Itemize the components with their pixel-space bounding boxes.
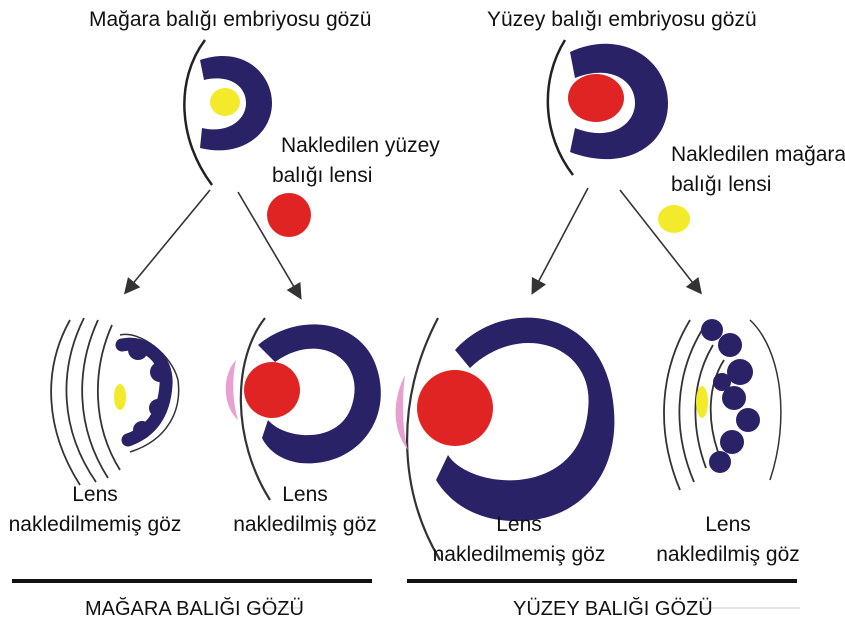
transplanted-cave-lens-label-line1: Nakledilen mağara [671, 142, 845, 168]
surface-section-title: YÜZEY BALIĞI GÖZÜ [513, 597, 713, 621]
arrow-surface-to-transplanted [620, 190, 700, 292]
cave-section-title: MAĞARA BALIĞI GÖZÜ [85, 597, 304, 621]
cave-embryo-eye-label: Mağara balığı embriyosu gözü [89, 7, 372, 33]
cave-transplanted-eye [226, 318, 381, 500]
surface-untransplanted-caption-line1: Lens [424, 512, 614, 538]
surface-transplanted-lens-yellow [696, 386, 708, 418]
transplanted-surface-lens-label-line1: Nakledilen yüzey [281, 133, 440, 159]
cave-embryo-lens-yellow [210, 88, 240, 116]
cave-untransplanted-lens-yellow [114, 384, 126, 410]
cave-transplanted-cornea [226, 360, 238, 420]
cave-section-line [12, 579, 372, 583]
cave-untransplanted-caption-line1: Lens [0, 482, 190, 508]
transplanted-cave-lens-yellow [658, 205, 690, 233]
cave-untransplanted-caption-line2: nakledilmemiş göz [0, 512, 190, 538]
surface-transplanted-caption-line1: Lens [638, 512, 818, 538]
transplanted-surface-lens-label-line2: balığı lensi [272, 163, 372, 189]
surface-transplanted-caption-line2: nakledilmiş göz [638, 542, 818, 568]
cave-untransplanted-eye [51, 318, 179, 485]
surface-untransplanted-lens-red [417, 370, 493, 446]
cave-embryo-eye [184, 40, 272, 185]
transplanted-surface-lens-red [267, 193, 311, 237]
cave-transplanted-lens-red [244, 362, 300, 418]
surface-transplanted-eye [664, 319, 781, 490]
surface-untransplanted-caption-line2: nakledilmemiş göz [424, 542, 614, 568]
arrow-cave-to-untransplanted [126, 190, 210, 292]
surface-embryo-eye [548, 40, 668, 175]
surface-section-line [407, 579, 797, 583]
surface-embryo-eye-label: Yüzey balığı embriyosu gözü [487, 7, 757, 33]
surface-embryo-lens-red [568, 74, 624, 122]
cave-transplanted-caption-line2: nakledilmiş göz [215, 512, 395, 538]
cave-transplanted-caption-line1: Lens [215, 482, 395, 508]
arrow-surface-to-untransplanted [533, 188, 588, 292]
transplanted-cave-lens-label-line2: balığı lensi [671, 172, 771, 198]
